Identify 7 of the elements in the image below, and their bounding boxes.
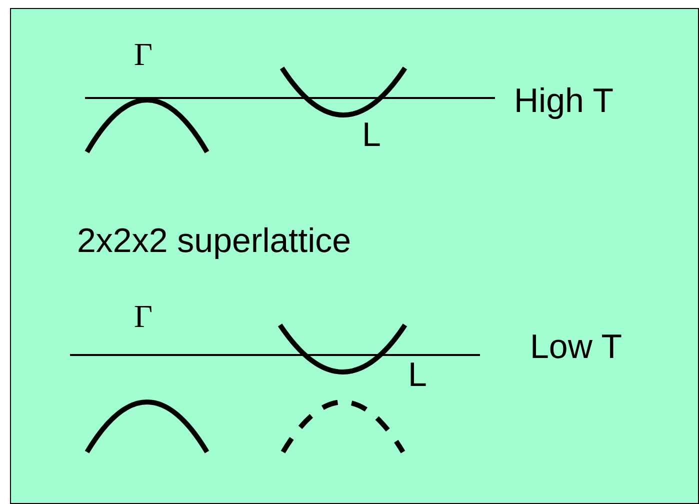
l-point-label: L	[362, 118, 381, 152]
temperature-label: High T	[514, 84, 614, 118]
superlattice-label: 2x2x2 superlattice	[77, 224, 352, 258]
l-point-label: L	[408, 358, 427, 392]
gamma-point-label: Γ	[134, 300, 152, 332]
gamma-point-label: Γ	[134, 38, 152, 70]
temperature-label: Low T	[530, 330, 622, 364]
